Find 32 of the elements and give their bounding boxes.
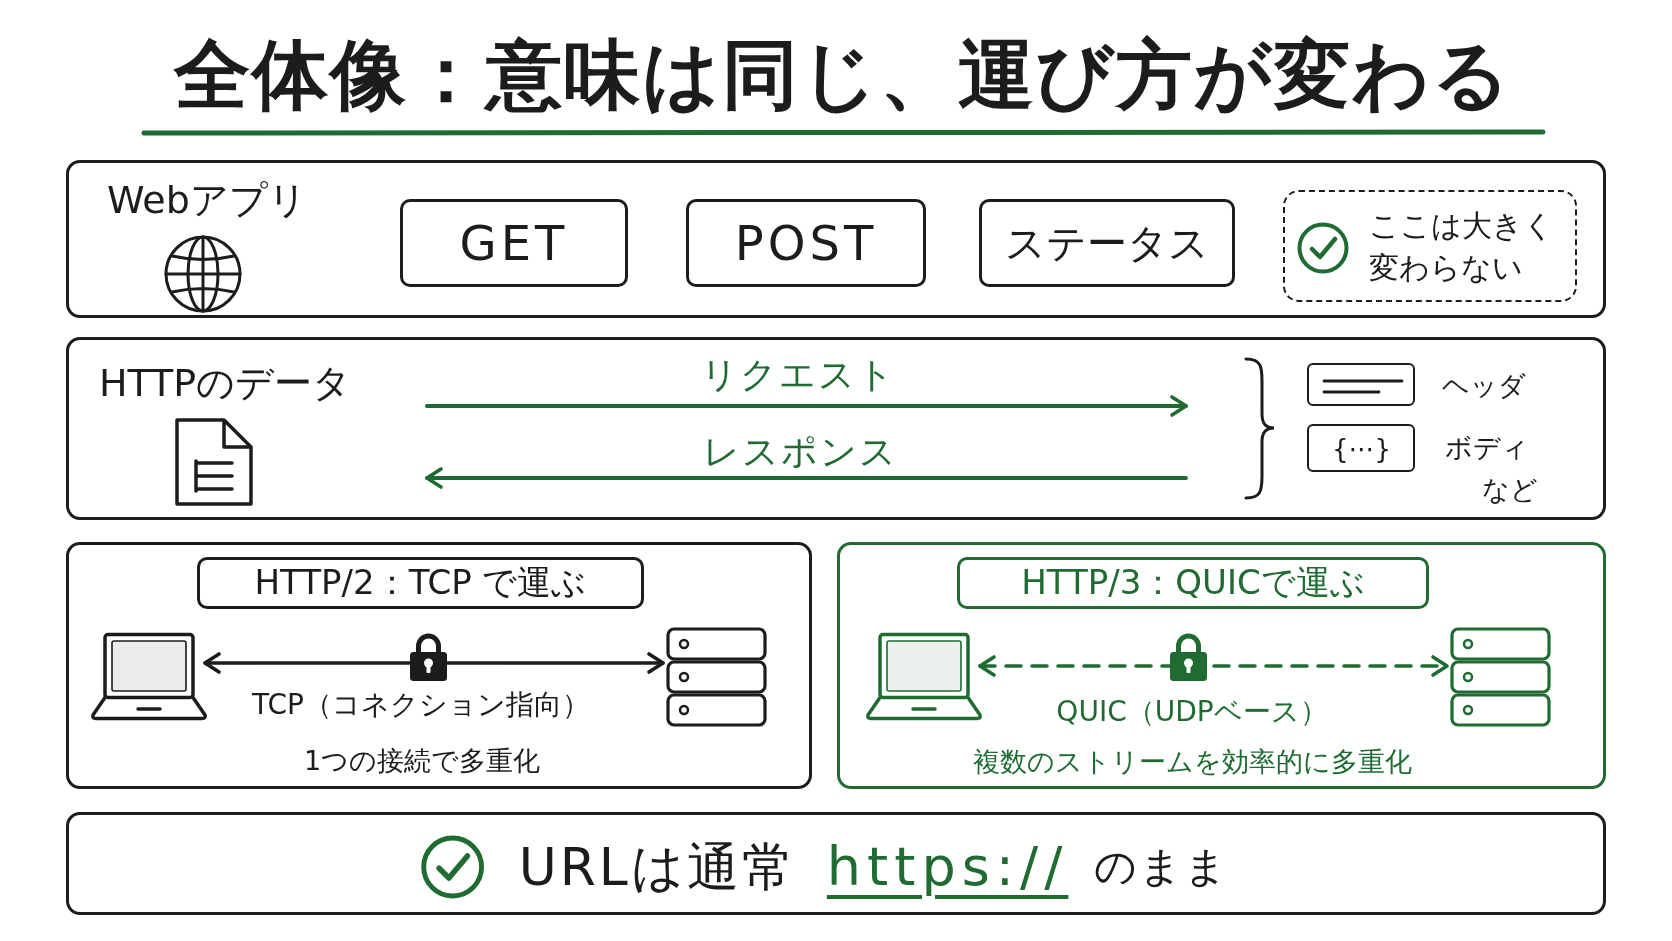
laptop-icon: [865, 632, 983, 721]
arrow-label: レスポンス: [702, 429, 898, 474]
double-arrow: [203, 652, 665, 674]
note-text: のまま: [1094, 840, 1230, 893]
panel-heading: HTTPのデータ: [99, 360, 352, 408]
term-box: POST: [686, 199, 926, 287]
arrow-label: リクエスト: [700, 352, 896, 397]
note-box: [1283, 190, 1577, 302]
laptop-icon: [90, 632, 208, 721]
panel: [66, 542, 812, 789]
panel: [66, 160, 1606, 318]
server-icon: [1450, 627, 1551, 728]
title: 全体像：意味は同じ、運び方が変わる: [174, 28, 1512, 121]
double-arrow: [978, 655, 1449, 677]
note-text: URLは通常: [518, 835, 797, 899]
term-box: ステータス: [979, 199, 1235, 287]
panel-heading: Webアプリ: [107, 177, 307, 225]
panel: [66, 812, 1606, 915]
term-box: GET: [400, 199, 628, 287]
caption-text: 1つの接続で多重化: [303, 744, 541, 778]
heading-box: HTTP/3：QUICで運ぶ: [957, 557, 1429, 609]
heading-box: HTTP/2：TCP で運ぶ: [197, 557, 644, 609]
side-label: ボディ: [1445, 431, 1529, 465]
side-label: ヘッダ: [1442, 369, 1526, 403]
server-icon: [666, 627, 767, 728]
body-symbol: {⋯}: [1331, 432, 1392, 465]
side-label: など: [1482, 473, 1538, 507]
caption-text: 複数のストリームを効率的に多重化: [972, 745, 1412, 779]
panel: [837, 542, 1606, 789]
panel: [66, 337, 1606, 520]
note-text: ここは大きく変わらない: [1369, 207, 1555, 287]
url-scheme: https://: [826, 833, 1069, 900]
